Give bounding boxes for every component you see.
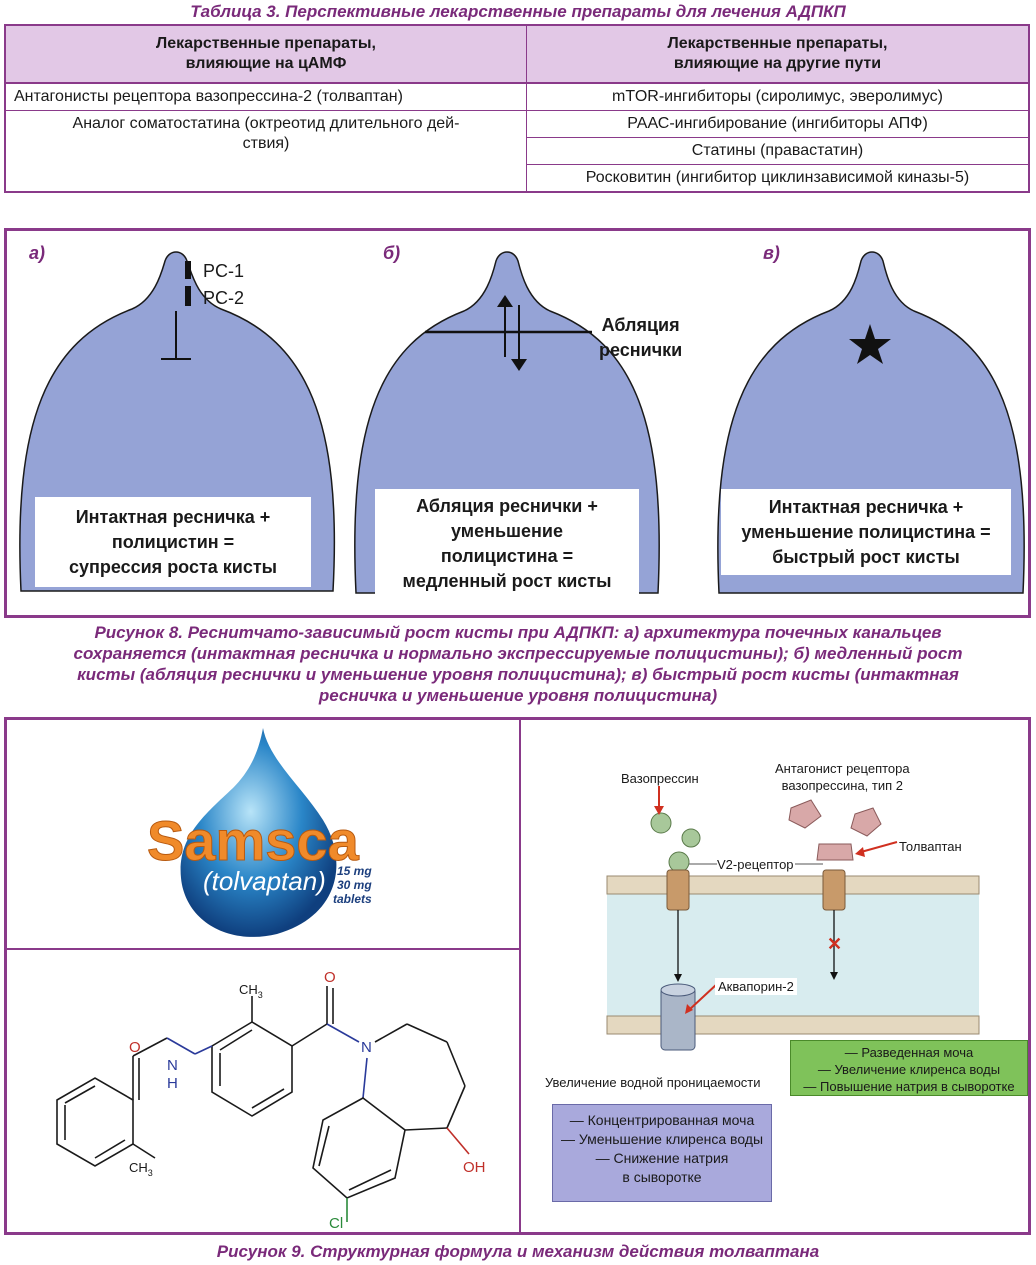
panel-c-text: Интактная ресничка + уменьшение полицист…: [721, 489, 1011, 575]
vasopressin-ligand: [650, 812, 672, 834]
table-cell-right-0: mTOR-ингибиторы (сиролимус, эверолимус): [526, 83, 1028, 111]
label-nh-h: H: [167, 1075, 178, 1092]
arrow-up-head: [497, 295, 513, 307]
drug-table: Лекарственные препараты, влияющие на цАМ…: [4, 24, 1030, 193]
pc2-label: PC-2: [203, 288, 245, 308]
logo-brand: Samsca: [147, 809, 360, 872]
membrane-bottom: [606, 1015, 980, 1035]
ablation-label: Абляция реснички: [599, 315, 683, 360]
label-cl: Cl: [329, 1215, 343, 1232]
figure-9: Samsca (tolvaptan) 15 mg 30 mg tablets: [4, 717, 1031, 1235]
v2-receptor-left: [666, 869, 690, 911]
blue-item: — Снижение натрия в сыворотке: [595, 1150, 729, 1185]
panel-letter-a: а): [29, 243, 46, 263]
arrow-down-head: [511, 359, 527, 371]
effects-blue-box: — Концентрированная моча — Уменьшение кл…: [552, 1104, 772, 1202]
antagonist-molecule: [788, 799, 822, 829]
samsca-logo: Samsca (tolvaptan) 15 mg 30 mg tablets: [147, 728, 372, 937]
table-cell-left-0: Антагонисты рецептора вазопрессина-2 (то…: [6, 83, 527, 111]
panel-letter-c: в): [763, 243, 780, 263]
blocked-x-icon: ✕: [827, 934, 842, 954]
table-header-other: Лекарственные препараты, влияющие на дру…: [526, 26, 1028, 84]
panel-b-text: Абляция реснички + уменьшение полицистин…: [375, 489, 639, 599]
tolvaptan-label: Толваптан: [899, 839, 962, 854]
figure8-caption: Рисунок 8. Реснитчато-зависимый рост кис…: [73, 623, 963, 705]
figure9-caption: Рисунок 9. Структурная формула и механиз…: [216, 1242, 820, 1261]
table-cell-right-1: РААС-ингибирование (ингибиторы АПФ): [526, 110, 1028, 138]
aquaporin-channel: [660, 987, 696, 1051]
v2-receptor-label: V2-рецептор: [717, 857, 794, 872]
mechanism-diagram: ✕: [606, 786, 980, 1051]
blue-item: — Концентрированная моча: [569, 1112, 755, 1128]
label-o2: O: [324, 969, 336, 986]
label-o1: O: [129, 1039, 141, 1056]
label-ch3-top: CH3: [239, 982, 263, 1000]
membrane-top: [606, 875, 980, 895]
pc2-marker: [185, 286, 191, 306]
label-n-ring: N: [361, 1039, 372, 1056]
antagonist-label: Антагонист рецептора вазопрессина, тип 2: [775, 761, 910, 793]
table-header-camp: Лекарственные препараты, влияющие на цАМ…: [6, 26, 527, 84]
permeability-label: Увеличение водной проницаемости: [545, 1075, 761, 1090]
v2-receptor-right: [822, 869, 846, 911]
label-nh-n: N: [167, 1057, 178, 1074]
horizontal-divider: [7, 948, 519, 950]
aquaporin-label: Аквапорин-2: [715, 978, 797, 995]
logo-generic: (tolvaptan): [203, 866, 326, 896]
panel-a-text: Интактная ресничка + полицистин = супрес…: [35, 497, 311, 587]
benzene-right: [312, 1097, 406, 1199]
green-item: — Разведенная моча: [844, 1045, 974, 1060]
table-cell-left-1: Аналог соматостатина (октреотид длительн…: [6, 110, 527, 191]
logo-dose2: 30 mg: [337, 878, 372, 892]
label-ch3-bottom: CH3: [129, 1160, 153, 1178]
table-cell-right-2: Статины (правастатин): [526, 137, 1028, 165]
green-item: — Увеличение клиренса воды: [817, 1062, 1001, 1077]
tolvaptan-bound: [816, 843, 854, 861]
antagonist-molecule: [850, 807, 882, 837]
structural-formula: CH3 O O N N H OH CH3 Cl: [56, 969, 486, 1232]
table-cell-right-3: Росковитин (ингибитор циклинзависимой ки…: [585, 169, 970, 186]
benzene-center: [211, 1021, 293, 1117]
label-oh: OH: [463, 1159, 486, 1176]
pc1-label: PC-1: [203, 261, 245, 281]
vasopressin-label: Вазопрессин: [621, 771, 699, 786]
panel-letter-b: б): [383, 243, 401, 263]
blue-item: — Уменьшение клиренса воды: [560, 1131, 764, 1147]
vasopressin-ligand: [681, 828, 701, 848]
vasopressin-ligand: [668, 851, 690, 873]
star-icon: [849, 324, 891, 364]
water-drop-icon: [180, 728, 337, 937]
benzene-left: [56, 1077, 134, 1167]
vertical-divider: [519, 720, 521, 1232]
pc1-marker: [185, 261, 191, 279]
effects-green-box: — Разведенная моча — Увеличение клиренса…: [790, 1040, 1028, 1096]
logo-form: tablets: [333, 892, 372, 906]
figure-8: а) б) в) PC-1 PC-2 Абляция реснички Инта…: [4, 228, 1031, 618]
logo-dose1: 15 mg: [337, 864, 372, 878]
green-item: — Повышение натрия в сыворотке: [803, 1079, 1015, 1094]
table-caption: Таблица 3. Перспективные лекарственные п…: [190, 2, 846, 21]
